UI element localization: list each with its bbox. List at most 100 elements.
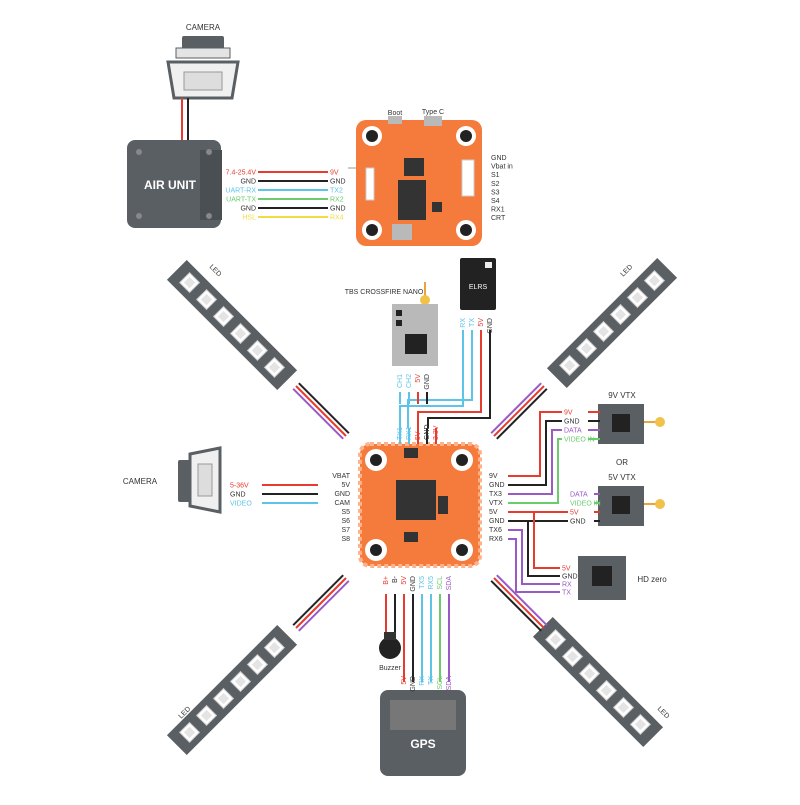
vtx5-label: 5V VTX [608,473,636,482]
tbs-pin-label: GND [424,374,431,390]
fc-right-pin-label: GND [489,482,505,489]
led-label: LED [208,264,223,279]
vtx5-pin-label: DATA [570,492,588,499]
fc-right-pin-label: VTX [489,500,503,507]
air-unit-pin-label: 7.4-25.4V [226,170,257,177]
bottom-wires [385,594,450,682]
air-unit-pin-label: GND [240,179,256,186]
led-wire [298,382,350,434]
fc-bottom-pin-label: SCL [437,576,444,590]
vtx9-pin-label: DATA [564,428,582,435]
led-wire [292,574,344,626]
hdzero-label: HD zero [637,575,667,584]
air-unit-label: AIR UNIT [144,178,197,192]
led-wire [490,580,542,632]
fc-left-pin-label: S5 [341,509,350,516]
vtx9-label: 9V VTX [608,391,636,400]
elrs-wire [399,402,464,428]
gps-module: GPS [380,690,466,776]
usb-label: Type C [422,109,444,116]
tbs-pin-label: CH2 [406,374,413,388]
vtx9-pin-label: GND [564,419,580,426]
led-wire [493,577,545,629]
led-wire [490,382,542,434]
fc-left-pin-label: VBAT [332,473,350,480]
air-unit-fc-pin-label: RX4 [330,215,344,222]
led-wire [496,574,548,626]
vtx5-pin-label: VIDEO IN [570,501,601,508]
hdzero-wire [508,520,560,577]
top-camera: CAMERA [166,23,240,100]
vtx-9v: 9V VTX [598,391,665,444]
led-wire [295,385,347,437]
vtx9-wire [508,420,562,486]
gps-pin-label: RX [419,676,426,686]
led-wire [493,385,545,437]
hdzero-pin-label: TX [562,590,571,597]
gps-pin-label: SDA [446,676,453,691]
led-strip [166,624,298,756]
left-camera-label: CAMERA [123,477,158,486]
fc-right-pin-label: GND [489,518,505,525]
top-board-pin-label: Vbat in [491,164,513,171]
air-unit-pin-label: UART-RX [225,188,256,195]
gps-pin-label: SCL [437,676,444,690]
tbs-pin-label: CH1 [397,374,404,388]
camera-pin-label: GND [230,492,246,499]
top-flight-controller: Boot Type C [356,109,482,246]
fc-right-pin-label: 9V [489,473,498,480]
vtx5-pin-label: GND [570,519,586,526]
boot-label: Boot [388,110,402,117]
led-label: LED [656,706,671,721]
fc-left-pin-label: CAM [334,500,350,507]
fc-bottom-pin-label: B+ [383,576,390,585]
gps-pin-label: TX [428,676,435,685]
fc-right-pin-label: 5V [489,509,498,516]
fc-bottom-pin-label: TX5 [419,576,426,589]
camera-pin-label: 5-36V [230,483,249,490]
fc-bottom-pin-label: GND [410,576,417,592]
led-label: LED [620,264,635,279]
tbs-label: TBS CROSSFIRE NANO [345,289,424,296]
fc-top-pin-label: GND [424,424,431,440]
elrs-pin-label: RX [460,318,467,328]
fc-right-pin-label: TX6 [489,527,502,534]
elrs-pin-label: TX [469,318,476,327]
fc-left-pin-label: S7 [341,527,350,534]
left-camera: CAMERA [123,446,222,514]
hdzero-pin-label: RX [562,582,572,589]
air-unit-fc-pin-label: GND [330,179,346,186]
led-strip [166,259,298,391]
elrs-label: ELRS [469,284,488,291]
hdzero-wire [508,538,560,593]
air-unit-fc-pin-label: TX2 [330,188,343,195]
fc-right-pin-label: TX3 [489,491,502,498]
air-unit-fc-pin-label: RX2 [330,197,344,204]
vtx9-pin-label: 9V [564,410,573,417]
fc-right-pin-label: RX6 [489,536,503,543]
fc-top-pin-label: RX1 [406,426,413,440]
hdzero-pin-label: GND [562,574,578,581]
led-strip [546,257,678,389]
vtx-5v: 5V VTX [598,473,665,526]
elrs-wire [427,384,491,428]
elrs-wire [417,390,482,428]
elrs-wire [407,396,473,428]
gps-label: GPS [410,737,435,751]
hdzero: HD zero [578,556,667,600]
fc-bottom-pin-label: SDA [446,576,453,591]
vtx9-wire [508,429,562,495]
top-board-pin-label: S4 [491,198,500,205]
main-flight-controller [358,442,482,568]
